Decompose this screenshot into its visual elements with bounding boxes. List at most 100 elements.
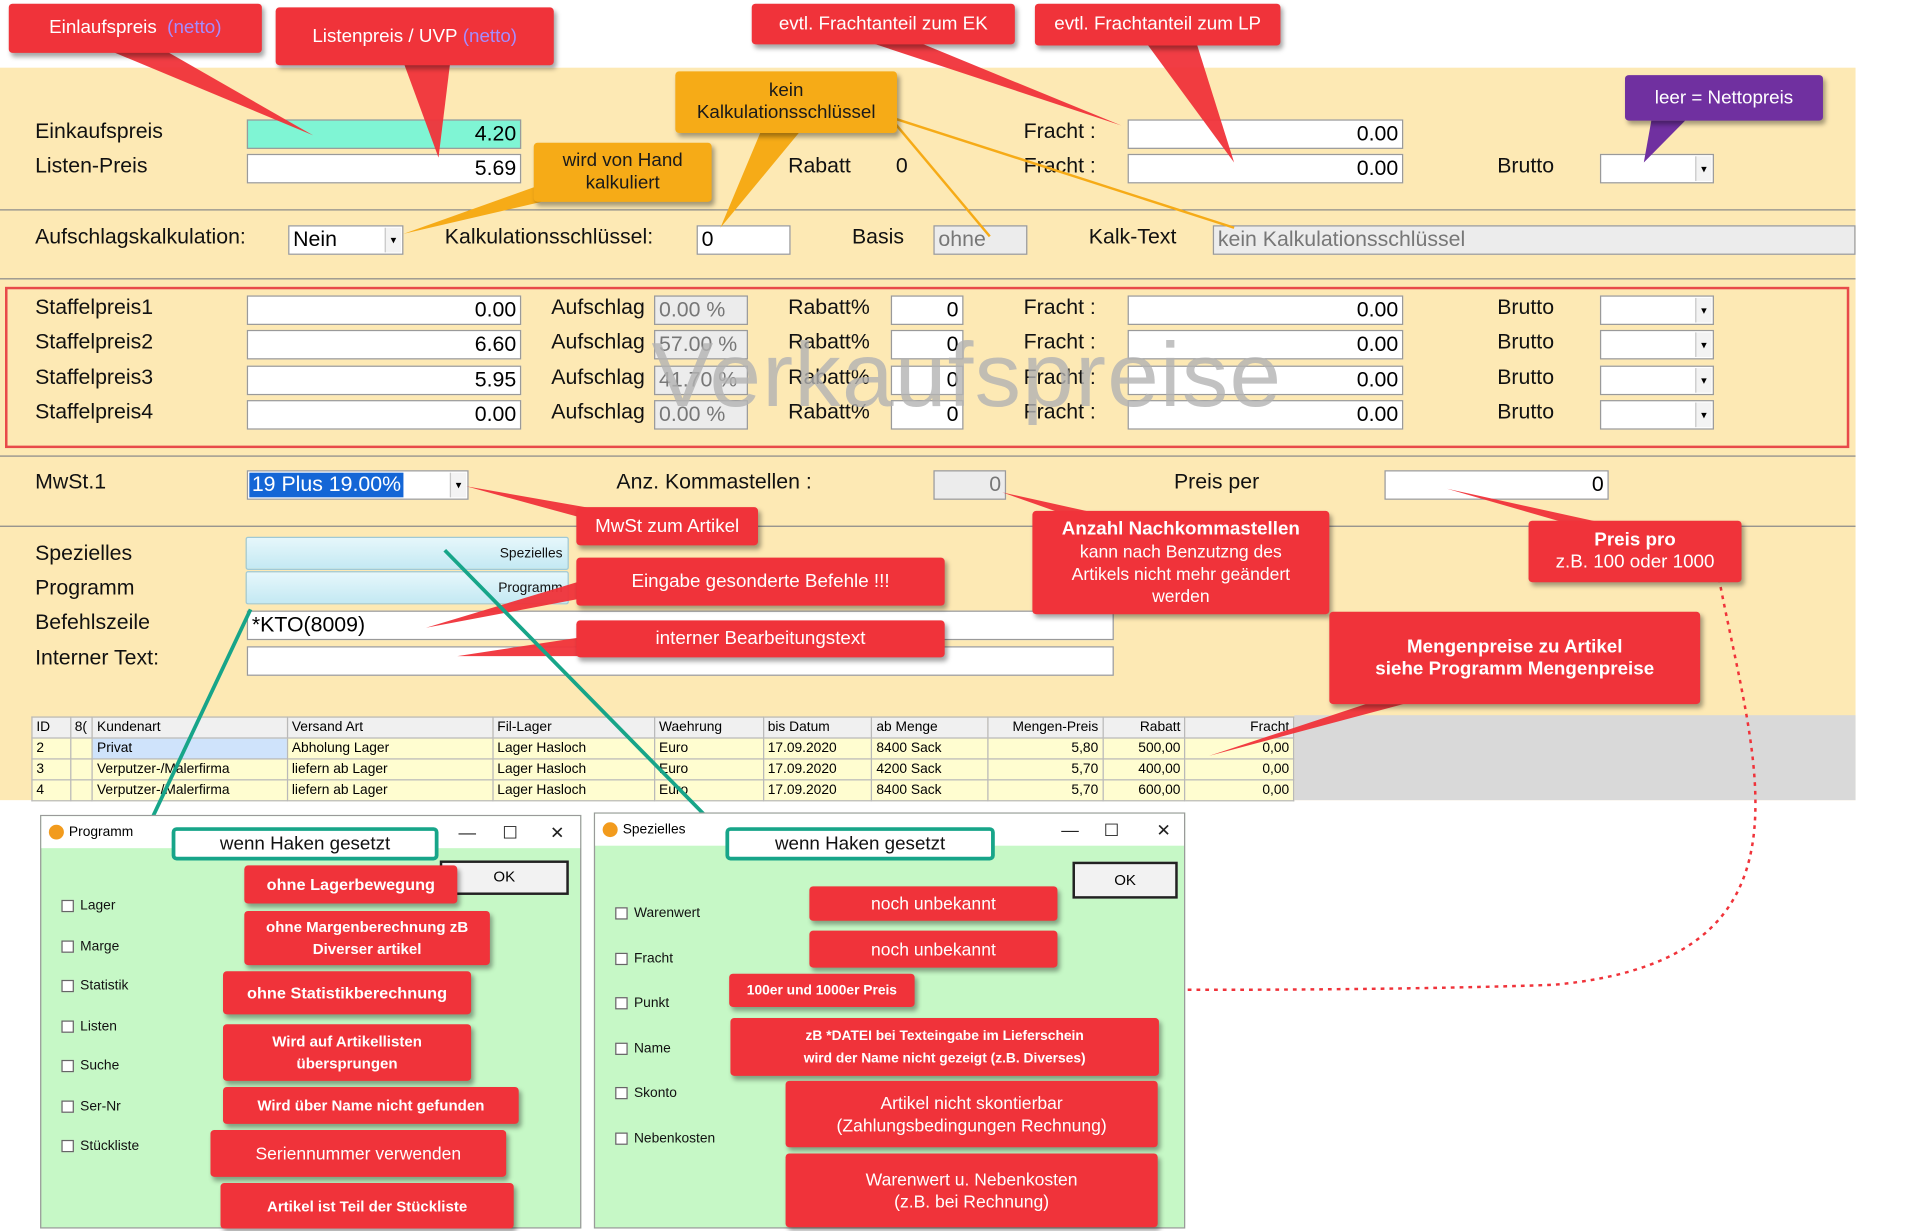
fracht-label: Fracht : bbox=[1023, 400, 1096, 424]
befehlszeile-label: Befehlszeile bbox=[35, 610, 150, 634]
rabatt-percent-field[interactable]: 0 bbox=[890, 295, 964, 325]
checkbox[interactable] bbox=[61, 1099, 74, 1113]
checkbox[interactable] bbox=[615, 997, 628, 1010]
staffelpreis-field[interactable]: 6.60 bbox=[246, 329, 522, 360]
table-cell: 0,00 bbox=[1184, 779, 1295, 802]
chevron-down-icon: ▾ bbox=[1695, 368, 1712, 393]
fracht-label: Fracht : bbox=[1023, 329, 1096, 354]
programm-button[interactable]: Programm bbox=[245, 571, 569, 605]
aufschlagskalkulation-dropdown[interactable]: Nein ▾ bbox=[288, 225, 404, 255]
ok-button[interactable]: OK bbox=[439, 860, 569, 895]
column-header[interactable]: bis Datum bbox=[762, 716, 873, 739]
kalkulationsschluessel-field[interactable]: 0 bbox=[696, 225, 791, 255]
listenpreis-field[interactable]: 5.69 bbox=[246, 153, 522, 184]
fracht-field[interactable]: 0.00 bbox=[1127, 295, 1404, 325]
note-callout: ohne Statistikberechnung bbox=[223, 971, 472, 1015]
checkbox[interactable] bbox=[615, 1086, 628, 1100]
fracht-field[interactable]: 0.00 bbox=[1127, 365, 1404, 396]
column-header[interactable]: Mengen-Preis bbox=[986, 716, 1104, 739]
teal-connector bbox=[443, 548, 719, 829]
rabatt-percent-label: Rabatt% bbox=[788, 365, 870, 389]
spezielles-button[interactable]: Spezielles bbox=[245, 536, 569, 570]
minimize-icon[interactable]: — bbox=[458, 822, 477, 843]
table-cell: 4 bbox=[31, 779, 71, 802]
callout-text: z.B. 100 oder 1000 bbox=[1555, 551, 1715, 573]
checkbox-label: Name bbox=[633, 1040, 671, 1056]
checkbox[interactable] bbox=[61, 1059, 74, 1073]
callout-intern: interner Bearbeitungstext bbox=[576, 620, 945, 658]
callout-text: kann nach Benzutzng des Artikels nicht m… bbox=[1071, 541, 1291, 606]
column-header[interactable]: ID bbox=[31, 716, 71, 739]
einkaufspreis-field[interactable]: 4.20 bbox=[246, 119, 522, 149]
checkbox[interactable] bbox=[615, 1131, 628, 1145]
callout-fracht-ek: evtl. Frachtanteil zum EK bbox=[751, 3, 1015, 45]
note-callout: Artikel nicht skontierbar (Zahlungsbedin… bbox=[785, 1080, 1158, 1148]
hint-wenn-haken: wenn Haken gesetzt bbox=[725, 827, 995, 861]
brutto-dropdown[interactable]: ▾ bbox=[1599, 365, 1714, 396]
aufschlag-label: Aufschlag bbox=[551, 365, 645, 389]
checkbox-label: Suche bbox=[80, 1058, 120, 1074]
checkbox[interactable] bbox=[615, 952, 628, 965]
table-cell: 3 bbox=[31, 758, 71, 781]
chevron-down-icon: ▾ bbox=[1695, 297, 1712, 323]
table-cell: 5,80 bbox=[986, 737, 1104, 760]
checkbox[interactable] bbox=[61, 979, 74, 993]
staffelpreis-field[interactable]: 0.00 bbox=[246, 295, 522, 325]
rabatt-percent-label: Rabatt% bbox=[788, 400, 870, 424]
maximize-icon[interactable]: ☐ bbox=[1103, 819, 1120, 840]
staffelpreis-label: Staffelpreis4 bbox=[35, 400, 154, 424]
rabatt-value: 0 bbox=[895, 153, 908, 178]
note-callout: ohne Margenberechnung zB Diverser artike… bbox=[244, 910, 490, 966]
column-header[interactable]: Versand Art bbox=[286, 716, 494, 739]
mwst-dropdown[interactable]: 19 Plus 19.00% ▾ bbox=[246, 470, 469, 500]
fracht-label: Fracht : bbox=[1023, 119, 1096, 143]
column-header[interactable]: Rabatt bbox=[1102, 716, 1186, 739]
spezielles-label: Spezielles bbox=[35, 541, 133, 566]
staffelpreis-field[interactable]: 5.95 bbox=[246, 365, 522, 396]
fracht-ek-field[interactable]: 0.00 bbox=[1127, 119, 1404, 149]
mwst-label: MwSt.1 bbox=[35, 470, 107, 494]
rabatt-percent-field[interactable]: 0 bbox=[890, 329, 964, 360]
note-callout: Artikel ist Teil der Stückliste bbox=[220, 1182, 514, 1229]
fracht-lp-field[interactable]: 0.00 bbox=[1127, 153, 1404, 184]
kommastellen-label: Anz. Kommastellen : bbox=[616, 470, 812, 494]
checkbox[interactable] bbox=[615, 907, 628, 920]
brutto-dropdown[interactable]: ▾ bbox=[1599, 153, 1714, 184]
minimize-icon[interactable]: — bbox=[1061, 819, 1079, 840]
staffelpreis-field[interactable]: 0.00 bbox=[246, 400, 522, 430]
preisper-field[interactable]: 0 bbox=[1384, 470, 1609, 500]
fracht-field[interactable]: 0.00 bbox=[1127, 400, 1404, 430]
checkbox[interactable] bbox=[61, 939, 74, 953]
close-icon[interactable]: ✕ bbox=[1156, 819, 1172, 840]
maximize-icon[interactable]: ☐ bbox=[502, 822, 519, 843]
callout-pointer bbox=[400, 55, 452, 158]
brutto-dropdown[interactable]: ▾ bbox=[1599, 295, 1714, 325]
chevron-down-icon: ▾ bbox=[449, 472, 467, 498]
kalktext-label: Kalk-Text bbox=[1088, 225, 1177, 249]
rabatt-percent-field[interactable]: 0 bbox=[890, 400, 964, 430]
chevron-down-icon: ▾ bbox=[384, 227, 401, 253]
table-cell: 5,70 bbox=[986, 779, 1104, 802]
checkbox[interactable] bbox=[61, 899, 74, 913]
rabatt-percent-field[interactable]: 0 bbox=[890, 365, 964, 396]
column-header[interactable]: ab Menge bbox=[871, 716, 988, 739]
ok-button[interactable]: OK bbox=[1072, 861, 1178, 899]
checkbox[interactable] bbox=[61, 1019, 74, 1033]
column-header[interactable]: 8( bbox=[69, 716, 94, 739]
column-header[interactable]: Waehrung bbox=[653, 716, 764, 739]
brutto-label: Brutto bbox=[1497, 400, 1555, 424]
fracht-field[interactable]: 0.00 bbox=[1127, 329, 1404, 360]
checkbox[interactable] bbox=[615, 1042, 628, 1055]
column-header[interactable]: Fracht bbox=[1184, 716, 1295, 739]
table-cell: liefern ab Lager bbox=[286, 779, 494, 802]
close-icon[interactable]: ✕ bbox=[550, 822, 565, 843]
divider bbox=[0, 525, 1856, 527]
brutto-dropdown[interactable]: ▾ bbox=[1599, 329, 1714, 360]
checkbox[interactable] bbox=[61, 1139, 74, 1153]
callout-preis-pro: Preis pro z.B. 100 oder 1000 bbox=[1528, 520, 1742, 583]
checkbox-label: Lager bbox=[80, 898, 116, 914]
checkbox-label: Marge bbox=[80, 938, 120, 954]
brutto-dropdown[interactable]: ▾ bbox=[1599, 400, 1714, 430]
